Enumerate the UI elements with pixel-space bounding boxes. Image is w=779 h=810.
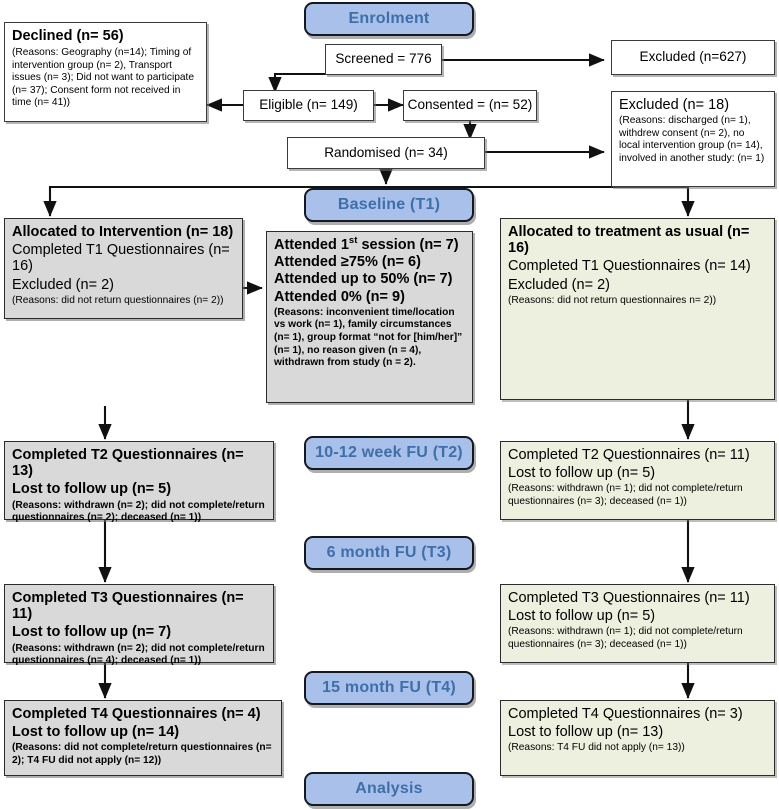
node-randomised: Randomised (n= 34) <box>287 137 485 169</box>
stage-label-t4: 15 month FU (T4) <box>322 679 456 696</box>
screened-label: Screened = 776 <box>335 51 432 67</box>
node-intervention-t4: Completed T4 Questionnaires (n= 4) Lost … <box>4 700 282 776</box>
stage-pill-baseline: Baseline (T1) <box>304 188 474 222</box>
node-excluded-screened: Excluded (n=627) <box>611 40 775 75</box>
intervention-t2-reasons: (Reasons: withdrawn (n= 2); did not comp… <box>12 499 265 524</box>
control-alloc-line1: Allocated to treatment as usual (n= 16) <box>508 224 750 257</box>
control-t2-line2: Lost to follow up (n= 5) <box>508 465 656 482</box>
stage-label-baseline: Baseline (T1) <box>337 196 441 213</box>
eligible-label: Eligible (n= 149) <box>259 97 358 113</box>
consented-label: Consented = (n= 52) <box>407 97 533 113</box>
attendance-line1-sup: st <box>348 235 358 247</box>
intervention-t3-reasons: (Reasons: withdrawn (n= 2); did not comp… <box>12 642 265 667</box>
control-t3-line1: Completed T3 Questionnaires (n= 11) <box>508 590 750 606</box>
node-control-t2: Completed T2 Questionnaires (n= 11) Lost… <box>500 441 775 520</box>
stage-label-enrolment: Enrolment <box>348 10 430 27</box>
node-control-t3: Completed T3 Questionnaires (n= 11) Lost… <box>500 584 775 663</box>
declined-title: Declined (n= 56) <box>12 28 124 44</box>
intervention-t2-line1: Completed T2 Questionnaires (n= 13) <box>12 447 244 480</box>
control-t2-reasons: (Reasons: withdrawn (n= 1); did not comp… <box>508 483 743 508</box>
randomised-label: Randomised (n= 34) <box>324 144 448 160</box>
control-t4-line1: Completed T4 Questionnaires (n= 3) <box>508 706 743 722</box>
intervention-t4-line2: Lost to follow up (n= 14) <box>12 724 180 741</box>
node-intervention-t3: Completed T3 Questionnaires (n= 11) Lost… <box>4 584 274 666</box>
control-alloc-line2: Completed T1 Questionnaires (n= 14) <box>508 258 751 275</box>
node-intervention-t2: Completed T2 Questionnaires (n= 13) Lost… <box>4 441 274 523</box>
intervention-t4-reasons: (Reasons: did not complete/return questi… <box>12 742 272 767</box>
excluded-screened-label: Excluded (n=627) <box>639 49 747 65</box>
stage-label-analysis: Analysis <box>355 780 423 797</box>
intervention-t2-line2: Lost to follow up (n= 5) <box>12 481 172 498</box>
stage-pill-analysis: Analysis <box>304 772 474 806</box>
stage-pill-enrolment: Enrolment <box>304 2 474 36</box>
intervention-alloc-reasons: (Reasons: did not return questionnaires … <box>12 294 224 306</box>
intervention-t3-line2: Lost to follow up (n= 7) <box>12 624 172 641</box>
excluded-consented-title: Excluded (n= 18) <box>619 97 730 113</box>
node-control-t4: Completed T4 Questionnaires (n= 3) Lost … <box>500 700 775 776</box>
attendance-line1-post: session (n= 7) <box>357 237 459 253</box>
intervention-alloc-line3: Excluded (n= 2) <box>12 276 114 293</box>
node-intervention-allocation: Allocated to Intervention (n= 18) Comple… <box>4 218 243 319</box>
stage-pill-t4: 15 month FU (T4) <box>304 671 474 705</box>
node-eligible: Eligible (n= 149) <box>243 90 374 121</box>
attendance-line1-pre: Attended 1 <box>274 237 349 253</box>
control-alloc-reasons: (Reasons: did not return questionnaires … <box>508 294 717 306</box>
control-alloc-line3: Excluded (n= 2) <box>508 276 610 293</box>
stage-label-t3: 6 month FU (T3) <box>326 544 452 561</box>
excluded-consented-reasons: (Reasons: discharged (n= 1), withdrew co… <box>619 115 765 164</box>
intervention-alloc-line2: Completed T1 Questionnaires (n= 16) <box>12 242 230 275</box>
stage-pill-t2: 10-12 week FU (T2) <box>304 436 474 470</box>
node-excluded-consented: Excluded (n= 18) (Reasons: discharged (n… <box>611 91 775 187</box>
declined-reasons: (Reasons: Geography (n=14); Timing of in… <box>12 47 195 109</box>
node-screened: Screened = 776 <box>325 44 442 75</box>
attendance-line2: Attended ≥75% (n= 6) <box>274 254 421 271</box>
control-t3-reasons: (Reasons: withdrawn (n= 1); did not comp… <box>508 626 743 651</box>
control-t2-line1: Completed T2 Questionnaires (n= 11) <box>508 447 750 463</box>
node-declined: Declined (n= 56) (Reasons: Geography (n=… <box>4 22 207 122</box>
intervention-alloc-line1: Allocated to Intervention (n= 18) <box>12 224 234 240</box>
attendance-line4: Attended 0% (n= 9) <box>274 288 405 305</box>
stage-label-t2: 10-12 week FU (T2) <box>315 444 463 461</box>
intervention-t3-line1: Completed T3 Questionnaires (n= 11) <box>12 590 244 623</box>
intervention-t4-line1: Completed T4 Questionnaires (n= 4) <box>12 706 261 722</box>
control-t4-reasons: (Reasons: T4 FU did not apply (n= 13)) <box>508 742 685 754</box>
stage-pill-t3: 6 month FU (T3) <box>304 536 474 570</box>
control-t3-line2: Lost to follow up (n= 5) <box>508 608 656 625</box>
control-t4-line2: Lost to follow up (n= 13) <box>508 724 664 741</box>
attendance-line3: Attended up to 50% (n= 7) <box>274 271 453 288</box>
attendance-reasons: (Reasons: inconvenient time/location vs … <box>274 306 463 369</box>
node-intervention-attendance: Attended 1st session (n= 7) Attended ≥75… <box>266 231 473 403</box>
node-control-allocation: Allocated to treatment as usual (n= 16) … <box>500 218 775 400</box>
node-consented: Consented = (n= 52) <box>403 90 537 121</box>
attendance-line1: Attended 1st session (n= 7) <box>274 235 465 253</box>
